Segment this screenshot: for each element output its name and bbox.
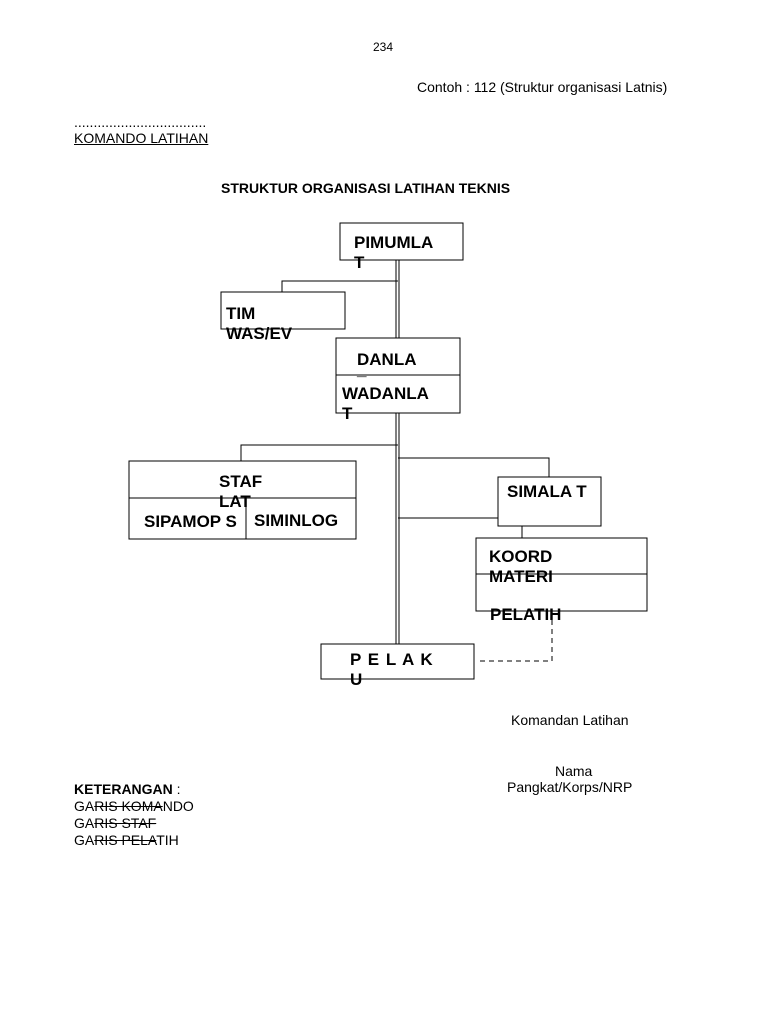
line-tim-wasev [281, 280, 398, 292]
unit-name: KOMANDO LATIHAN [74, 130, 209, 146]
example-caption: Contoh : 112 (Struktur organisasi Latnis… [417, 79, 668, 95]
legend-item-garis-komando: GARIS KOMANDO [74, 798, 194, 814]
label-sipamops: SIPAMOP S [144, 512, 237, 531]
legend-item-suffix: TIH [156, 832, 179, 848]
legend-heading: KETERANGAN [74, 781, 173, 797]
label-tim-wasev: TIM WAS/EV [226, 304, 293, 343]
signature-rank: Pangkat/Korps/NRP [507, 779, 633, 795]
label-koord-materi: KOORD MATERI [489, 547, 553, 586]
line-pelatih-dashed [476, 611, 553, 662]
box-pimumlat [339, 222, 464, 261]
legend-item-garis-pelatih: GARIS PELATIH [74, 832, 179, 848]
label-staf-lat: STAF LAT [219, 472, 263, 511]
signature-dots: .................................. [74, 114, 207, 130]
label-wadanlat: WADANLA T [342, 384, 429, 423]
legend-heading-row: KETERANGAN : [74, 781, 181, 797]
legend-item-prefix: GA [74, 815, 95, 831]
label-danlat: DANLA [357, 350, 417, 369]
label-danlat-cut: _ [357, 360, 367, 379]
diagram-title: STRUKTUR ORGANISASI LATIHAN TEKNIS [221, 180, 511, 196]
label-pimumlat: PIMUMLA T [354, 233, 433, 272]
label-siminlog: SIMINLOG [254, 511, 339, 530]
page-number: 234 [373, 40, 394, 54]
signature-name: Nama [555, 763, 593, 779]
legend-colon: : [172, 781, 181, 797]
label-pelatih: PELATIH [490, 605, 562, 624]
box-simalat [497, 476, 602, 527]
legend-item-garis-staf: GARIS STAF [74, 815, 156, 831]
legend-item-prefix: GA [74, 832, 95, 848]
legend-item-sample-line: RIS PELA [94, 832, 157, 848]
box-tim-wasev [220, 291, 346, 330]
legend-item-sample-line: RIS KOMA [94, 798, 163, 814]
line-staf-lat [240, 444, 398, 461]
box-staf-lat [128, 460, 357, 540]
label-pelaku: P E L A K U [350, 650, 434, 689]
signature-title: Komandan Latihan [511, 712, 629, 728]
label-simalat: SIMALA T [507, 482, 587, 501]
box-pelaku [320, 643, 475, 680]
legend-item-prefix: GA [74, 798, 95, 814]
legend-item-sample-line: RIS STAF [94, 815, 157, 831]
legend-item-suffix: NDO [162, 798, 194, 814]
line-simalat [398, 457, 550, 477]
